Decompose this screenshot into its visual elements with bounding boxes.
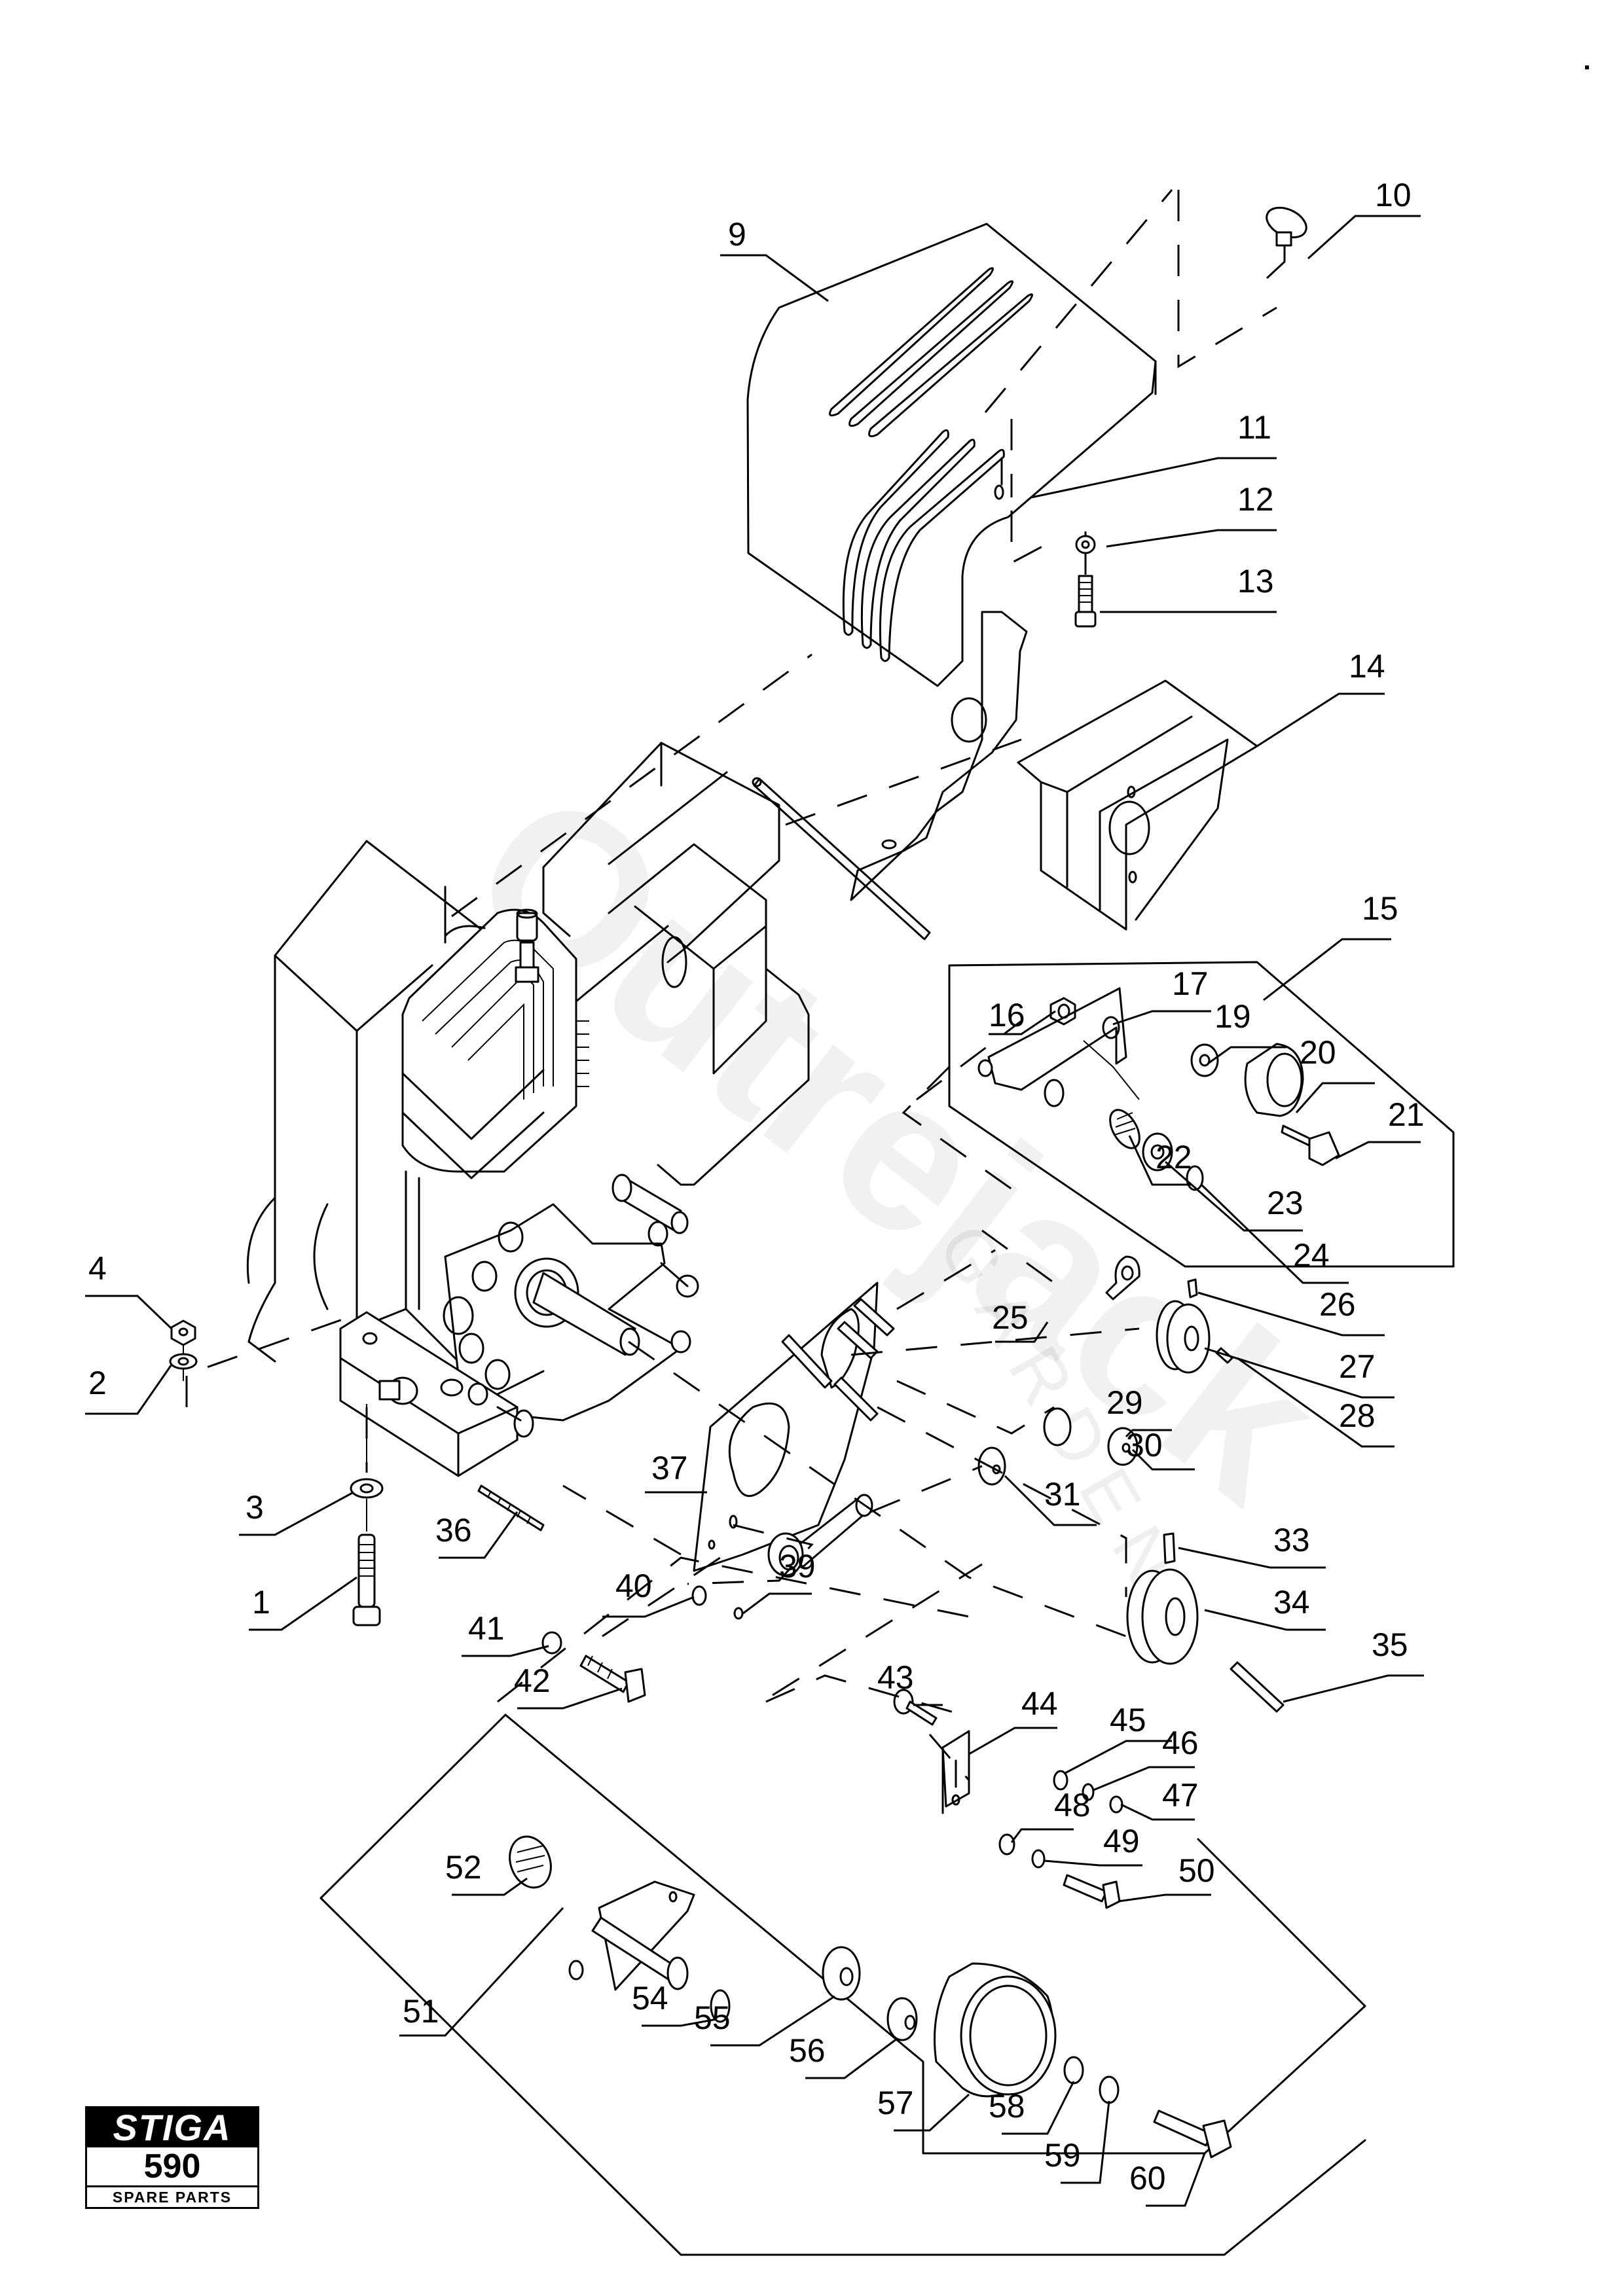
part-label-46[interactable]: 46 (1162, 1725, 1199, 1761)
part-label-17[interactable]: 17 (1172, 965, 1209, 1002)
part-label-23[interactable]: 23 (1267, 1185, 1304, 1221)
part-label-20[interactable]: 20 (1300, 1034, 1336, 1071)
brand-name: STIGA (87, 2108, 257, 2147)
spare-parts-caption: SPARE PARTS (112, 2189, 232, 2206)
part-label-11[interactable]: 11 (1237, 409, 1271, 446)
part-label-43[interactable]: 43 (877, 1659, 914, 1696)
part-label-47[interactable]: 47 (1162, 1777, 1199, 1814)
part-9-cover-drawing (746, 223, 1157, 687)
part-label-26[interactable]: 26 (1319, 1286, 1356, 1323)
part-label-56[interactable]: 56 (789, 2032, 826, 2069)
watermark-main: Outrejack (429, 742, 1366, 1548)
brand-logo: STIGA 590 SPARE PARTS (85, 2106, 259, 2209)
part-label-52[interactable]: 52 (445, 1849, 482, 1886)
part-37-plate-drawing (693, 1282, 895, 1577)
part-15-assembly-frame (948, 961, 1455, 1268)
scan-dot (1585, 65, 1589, 69)
part-label-19[interactable]: 19 (1214, 998, 1251, 1035)
part-label-34[interactable]: 34 (1273, 1584, 1310, 1621)
part-label-13[interactable]: 13 (1237, 563, 1274, 600)
part-label-36[interactable]: 36 (435, 1512, 472, 1549)
part-label-25[interactable]: 25 (992, 1299, 1029, 1336)
part-14-guard-drawing (1017, 679, 1258, 931)
part-label-24[interactable]: 24 (1293, 1237, 1330, 1274)
parts-25-35-drawing (977, 1255, 1285, 1713)
part-label-10[interactable]: 10 (1375, 177, 1412, 213)
part-label-27[interactable]: 27 (1339, 1348, 1376, 1385)
parts-36-42-drawing (477, 1484, 744, 1703)
dashed-guide-lines (185, 189, 1277, 1781)
part-label-28[interactable]: 28 (1339, 1397, 1376, 1434)
part-label-57[interactable]: 57 (877, 2085, 914, 2121)
part-label-4[interactable]: 4 (88, 1250, 107, 1287)
part-label-1[interactable]: 1 (252, 1584, 270, 1621)
part-label-14[interactable]: 14 (1349, 648, 1385, 685)
part-label-39[interactable]: 39 (779, 1548, 816, 1585)
part-labels: 9 10 11 12 13 14 15 16 17 19 20 21 22 23… (88, 177, 1425, 2197)
part-label-9[interactable]: 9 (728, 216, 746, 253)
part-label-21[interactable]: 21 (1388, 1096, 1425, 1133)
part-label-50[interactable]: 50 (1178, 1852, 1215, 1889)
part-label-58[interactable]: 58 (989, 2088, 1025, 2125)
part-label-30[interactable]: 30 (1126, 1427, 1163, 1463)
part-label-55[interactable]: 55 (694, 2000, 731, 2036)
part-label-12[interactable]: 12 (1237, 481, 1274, 518)
engine-drawing (246, 742, 810, 1477)
part-label-45[interactable]: 45 (1110, 1702, 1146, 1738)
part-label-48[interactable]: 48 (1054, 1787, 1091, 1823)
part-label-29[interactable]: 29 (1106, 1384, 1143, 1421)
part-12-13-drawing (1074, 531, 1097, 628)
part-label-15[interactable]: 15 (1362, 890, 1398, 927)
part-label-54[interactable]: 54 (632, 1980, 668, 2017)
part-label-2[interactable]: 2 (88, 1365, 107, 1401)
part-label-59[interactable]: 59 (1044, 2137, 1081, 2174)
model-number: 590 (87, 2147, 257, 2187)
part-11-bracket-drawing (752, 611, 1028, 941)
watermark: Outrejack GARDEN (429, 742, 1366, 1613)
part-label-44[interactable]: 44 (1021, 1685, 1058, 1722)
part-label-3[interactable]: 3 (246, 1489, 264, 1526)
part-label-42[interactable]: 42 (514, 1662, 551, 1699)
part-label-35[interactable]: 35 (1372, 1626, 1408, 1663)
part-label-41[interactable]: 41 (468, 1610, 505, 1647)
part-label-49[interactable]: 49 (1103, 1823, 1140, 1859)
part-label-60[interactable]: 60 (1129, 2160, 1166, 2197)
part-10-knob-drawing (1266, 206, 1307, 279)
part-label-51[interactable]: 51 (403, 1993, 439, 2030)
part-label-16[interactable]: 16 (989, 997, 1025, 1033)
part-label-37[interactable]: 37 (651, 1450, 688, 1486)
part-label-33[interactable]: 33 (1273, 1522, 1310, 1558)
part-label-22[interactable]: 22 (1156, 1139, 1192, 1175)
leader-lines (85, 215, 1424, 2207)
part-label-31[interactable]: 31 (1044, 1476, 1081, 1513)
part-51-assembly-drawing (319, 1713, 1366, 2256)
part-label-40[interactable]: 40 (615, 1568, 652, 1604)
